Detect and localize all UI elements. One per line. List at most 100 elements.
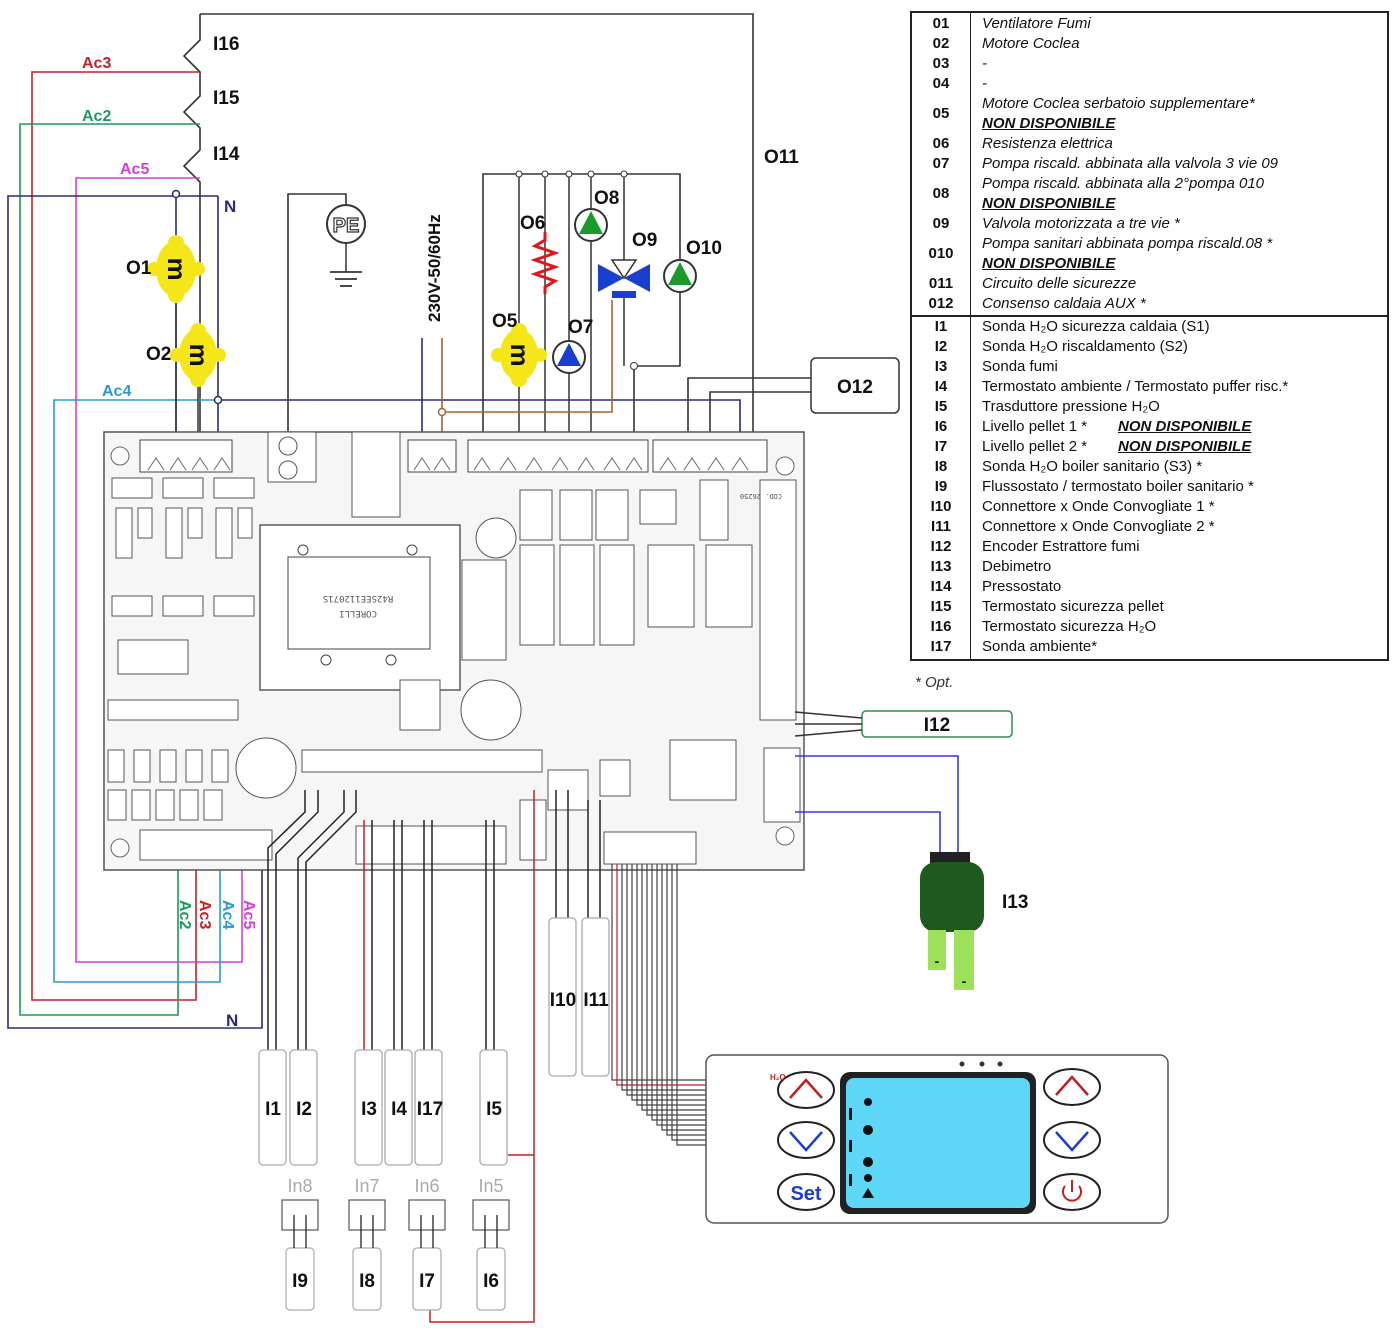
wire-ac5-label: Ac5 (120, 161, 149, 178)
supply-label: 230V-50/60Hz (425, 214, 444, 322)
legend-code: I4 (934, 378, 948, 395)
sensor-i4-label: I4 (391, 1099, 407, 1120)
legend-code: I10 (930, 498, 952, 515)
panel-button-up-right[interactable] (1043, 1068, 1101, 1106)
resistor-o6 (530, 232, 560, 294)
panel-button-power[interactable] (1043, 1173, 1101, 1211)
legend-code: I13 (930, 558, 952, 575)
sensor-i3-label: I3 (361, 1099, 377, 1120)
pe-label: PE (333, 215, 360, 237)
sensor-i2-label: I2 (296, 1099, 312, 1120)
legend-code: 06 (932, 135, 950, 152)
legend-code: 011 (928, 275, 954, 292)
flowmeter-i13: - - (795, 755, 984, 990)
legend-desc: Valvola motorizzata a tre vie * (982, 215, 1180, 232)
chevron-down-icon (1055, 1131, 1089, 1152)
sensor-wires (267, 790, 601, 1323)
set-button-label: Set (790, 1183, 821, 1205)
panel-button-up-left[interactable] (777, 1071, 835, 1109)
legend-desc: Termostato ambiente / Termostato puffer … (982, 378, 1289, 395)
motor-symbol: m (505, 343, 535, 366)
sensor-i8-label: I8 (359, 1271, 375, 1292)
chevron-down-icon (789, 1131, 823, 1152)
legend-desc: Pompa riscald. abbinata alla valvola 3 v… (982, 155, 1279, 172)
o1-label: O1 (126, 258, 152, 279)
legend-code: I14 (930, 578, 952, 595)
legend-code: 012 (928, 295, 954, 312)
legend-code: 05 (932, 105, 950, 122)
legend-desc: Resistenza elettrica (982, 135, 1113, 152)
wire-ac4-label: Ac4 (102, 383, 131, 400)
power-icon (1062, 1180, 1082, 1202)
pcb-board: R42SEE112071S CORELLI (103, 431, 805, 871)
legend-code: 02 (932, 35, 950, 52)
sensor-i5-label: I5 (486, 1099, 502, 1120)
i13-label: I13 (1002, 892, 1028, 913)
sensor-i11-label: I11 (583, 990, 609, 1011)
legend-code: I16 (930, 618, 952, 635)
legend-desc: Livello pellet 1 * (982, 418, 1088, 435)
pump-o8 (574, 208, 608, 242)
bottom-ac4-label: Ac4 (219, 900, 236, 929)
panel-button-down-left[interactable] (777, 1121, 835, 1159)
o7-label: O7 (568, 317, 593, 338)
connector-i16-label: I16 (213, 34, 239, 55)
chevron-up-icon (789, 1078, 823, 1099)
transformer-code: R42SEE112071S (323, 593, 393, 603)
valve-o9 (598, 259, 650, 298)
legend-code: I2 (934, 338, 948, 355)
legend-code: 010 (928, 245, 954, 262)
legend-desc: Connettore x Onde Convogliate 1 * (982, 498, 1215, 515)
legend-code: I15 (930, 598, 952, 615)
legend-code: 04 (932, 75, 950, 92)
chevron-up-icon (1055, 1075, 1089, 1096)
sensor-i7-label: I7 (419, 1271, 435, 1292)
legend-desc: Termostato sicurezza pellet (982, 598, 1164, 615)
i12-label: I12 (924, 715, 950, 736)
aux-o12 (687, 357, 900, 440)
lcd-display (846, 1078, 1030, 1208)
neutral-top-label: N (224, 197, 236, 216)
legend-code: 03 (932, 55, 950, 72)
legend-code: I17 (930, 638, 952, 655)
encoder-i12 (794, 710, 1013, 738)
o10-label: O10 (686, 238, 722, 259)
flowmeter-minus: - (962, 973, 967, 989)
legend-desc: Sonda H₂O riscaldamento (S2) (982, 338, 1188, 355)
lcd-status-icons (849, 1098, 874, 1198)
legend-desc: Ventilatore Fumi (982, 15, 1091, 32)
transformer-brand: CORELLI (339, 608, 377, 618)
legend-code: 01 (932, 15, 950, 32)
motor-o2: m (170, 323, 226, 440)
legend-desc-unavailable: NON DISPONIBILE (982, 255, 1116, 272)
legend-desc: Encoder Estrattore fumi (982, 538, 1140, 555)
legend-desc: Debimetro (982, 558, 1052, 575)
legend-desc: Sonda ambiente* (982, 638, 1098, 655)
panel-button-set[interactable]: Set (777, 1173, 835, 1211)
legend-desc: Circuito delle sicurezze (982, 275, 1137, 292)
legend-code: 08 (932, 185, 950, 202)
legend-footnote: * Opt. (915, 674, 954, 691)
neutral-bottom-label: N (226, 1011, 238, 1030)
legend-code: I3 (934, 358, 948, 375)
connector-i15-label: I15 (213, 88, 240, 109)
sensor-probes (258, 917, 610, 1166)
pump-o10 (663, 259, 697, 293)
input-in5-label: In5 (478, 1176, 503, 1196)
legend-code: 09 (932, 215, 950, 232)
motor-symbol: m (162, 257, 192, 280)
panel-button-down-right[interactable] (1043, 1121, 1101, 1159)
legend-desc: Pompa sanitari abbinata pompa riscald.08… (982, 235, 1273, 252)
o2-label: O2 (146, 344, 171, 365)
legend-desc: Consenso caldaia AUX * (982, 295, 1146, 312)
legend-desc: Livello pellet 2 * (982, 438, 1088, 455)
sensor-i1-label: I1 (265, 1099, 281, 1120)
legend-desc: - (982, 55, 987, 72)
pcb-code: COD. 26250 (740, 492, 782, 500)
bottom-ac2-label: Ac2 (176, 900, 193, 929)
